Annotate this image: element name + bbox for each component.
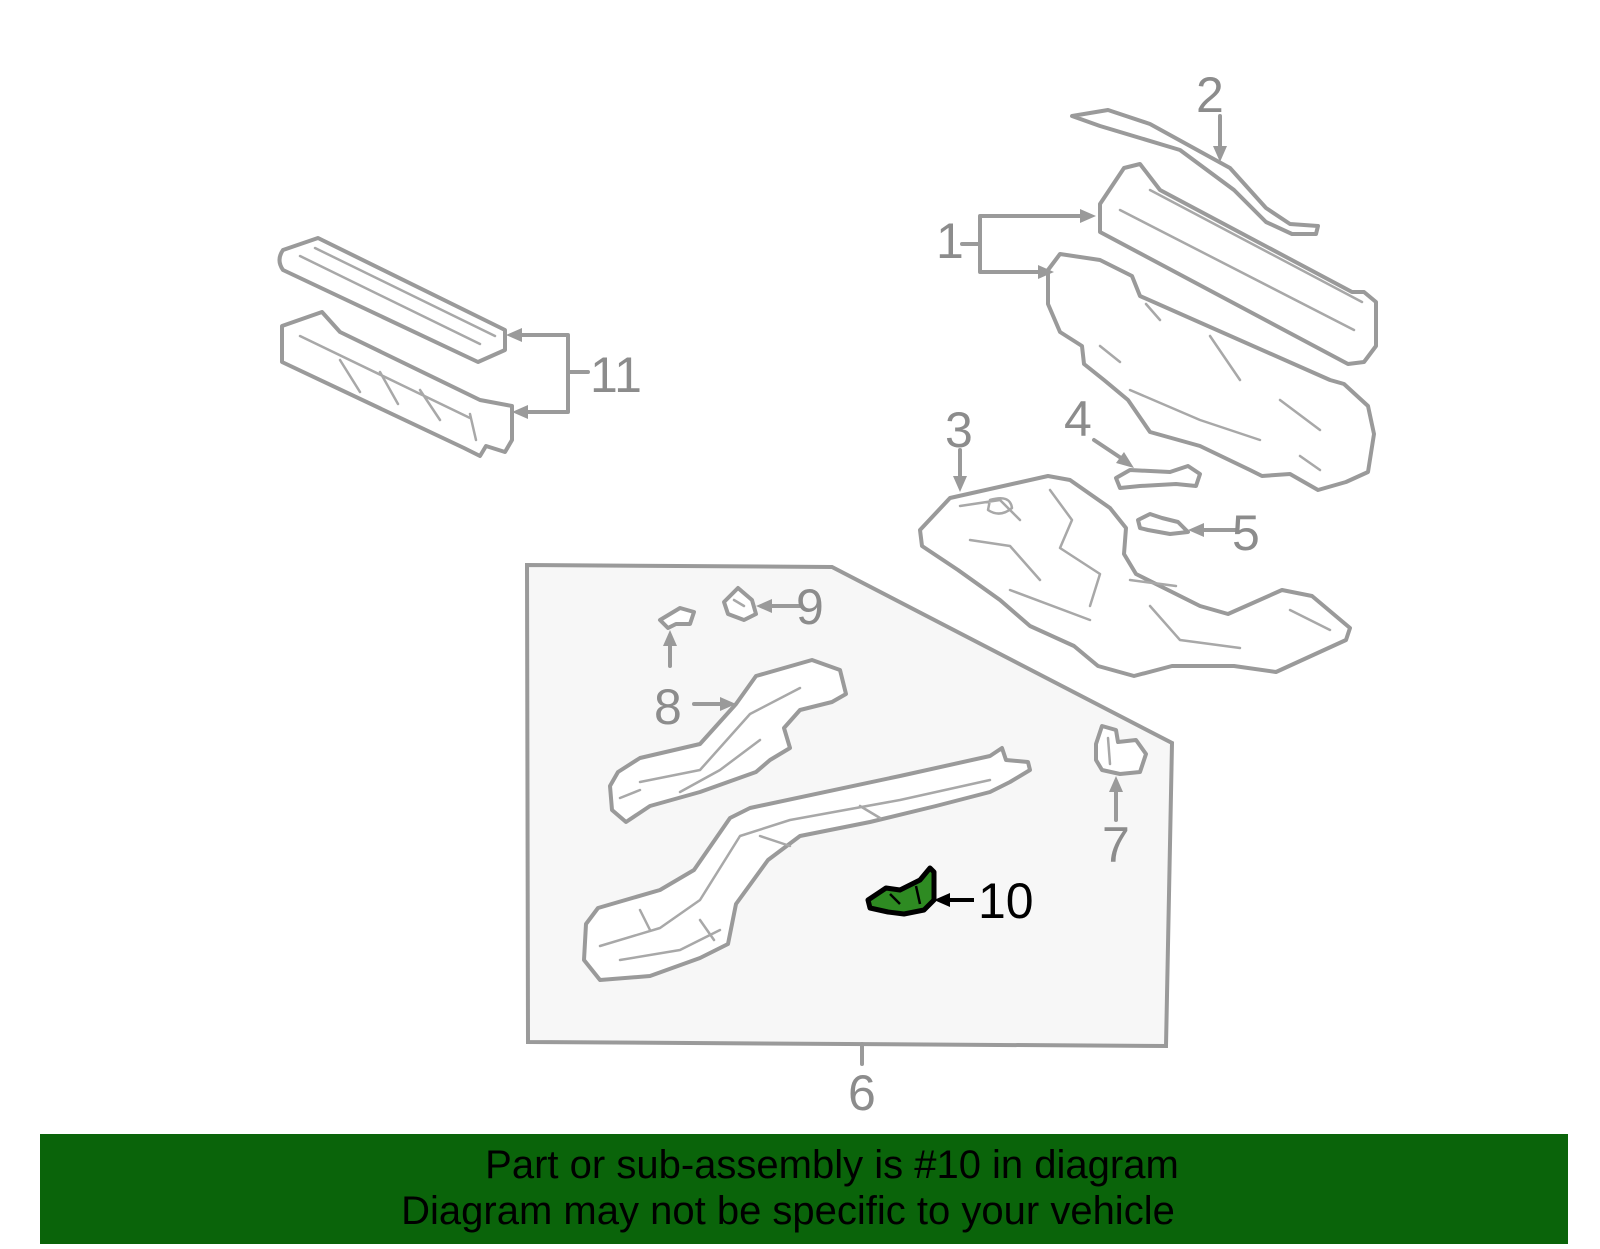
callout-10[interactable]: 10	[978, 873, 1034, 929]
callout-6[interactable]: 6	[848, 1065, 876, 1121]
part-9[interactable]	[722, 586, 758, 622]
callout-3[interactable]: 3	[945, 402, 973, 458]
part-4[interactable]	[1114, 464, 1202, 490]
callout-7-leader	[1109, 776, 1123, 822]
callout-10-leader	[934, 893, 974, 907]
callout-11-leader	[506, 328, 590, 419]
callout-4[interactable]: 4	[1064, 391, 1092, 447]
callout-9-leader	[756, 599, 802, 613]
banner-line-2: Diagram may not be specific to your vehi…	[401, 1189, 1175, 1233]
callout-4-leader	[1092, 438, 1134, 468]
part-7[interactable]	[1094, 724, 1148, 776]
part-5[interactable]	[1136, 512, 1190, 536]
callout-1-leader	[960, 209, 1096, 279]
callout-2-leader	[1213, 114, 1227, 162]
callout-8-upper-leader	[663, 630, 677, 668]
callout-9[interactable]: 9	[796, 579, 824, 635]
callout-2[interactable]: 2	[1196, 67, 1224, 123]
part-6-rail[interactable]	[582, 746, 1032, 982]
callout-3-leader	[953, 448, 967, 492]
banner-line-1: Part or sub-assembly is #10 in diagram	[485, 1143, 1179, 1187]
part-3[interactable]	[918, 474, 1352, 678]
callout-5[interactable]: 5	[1232, 505, 1260, 561]
info-banner: Part or sub-assembly is #10 in diagram D…	[40, 1134, 1568, 1244]
callout-8[interactable]: 8	[654, 679, 682, 735]
part-1[interactable]	[1046, 162, 1378, 492]
callout-11[interactable]: 11	[590, 347, 642, 403]
part-8[interactable]	[608, 658, 848, 824]
part-2[interactable]	[1070, 108, 1320, 236]
callout-8-leader	[692, 697, 736, 711]
callout-7[interactable]: 7	[1102, 817, 1130, 873]
part-8-bracket[interactable]	[658, 606, 696, 630]
callout-1[interactable]: 1	[936, 213, 964, 269]
part-11[interactable]	[277, 236, 514, 458]
part-10[interactable]	[865, 865, 937, 917]
callout-5-leader	[1188, 523, 1238, 537]
